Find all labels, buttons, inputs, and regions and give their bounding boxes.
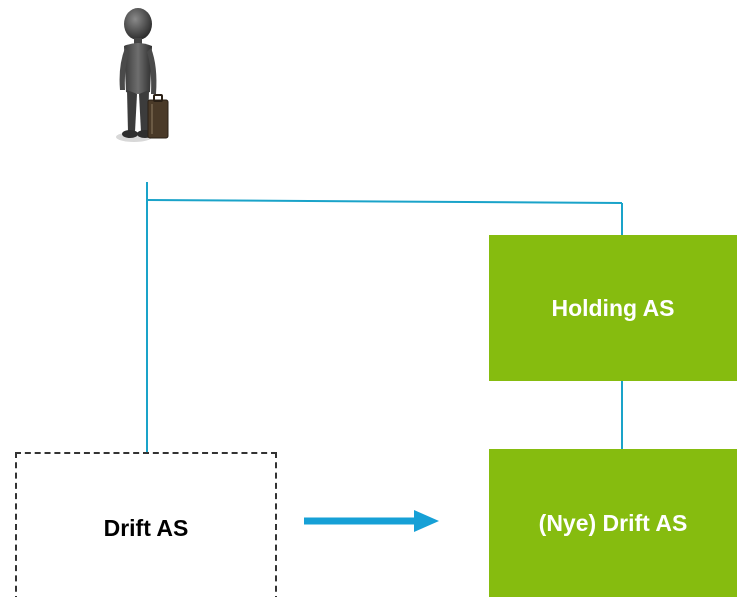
node-nye-drift-as: (Nye) Drift AS [489,449,737,597]
connector-owner-horizontal [146,199,623,204]
person-with-briefcase-icon [116,8,169,142]
transfer-arrow [304,510,439,532]
node-holding-as: Holding AS [489,235,737,381]
node-holding-as-label: Holding AS [551,294,675,321]
node-nye-drift-as-label: (Nye) Drift AS [538,509,688,536]
node-drift-as-label: Drift AS [103,514,189,541]
node-drift-as: Drift AS [15,452,277,597]
